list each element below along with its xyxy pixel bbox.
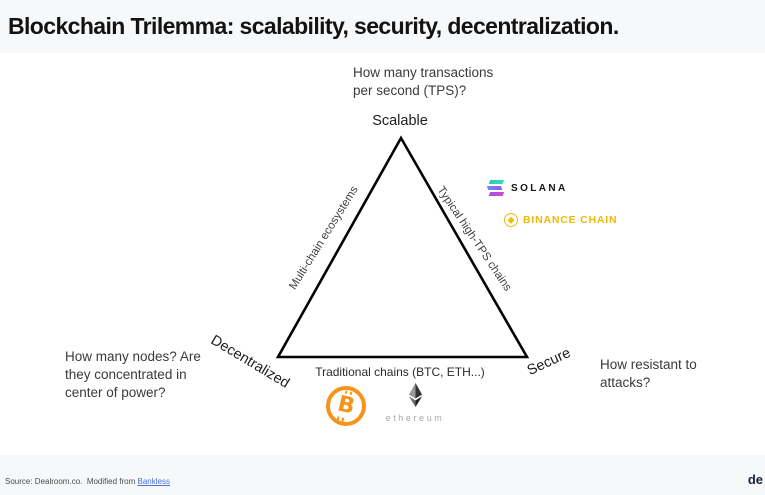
vertex-label-secure: Secure (524, 345, 574, 379)
source-attribution: Source: Dealroom.co. Modified from Bankl… (5, 477, 170, 486)
solana-wordmark: SOLANA (511, 182, 568, 194)
edge-label-traditional-chains: Traditional chains (BTC, ETH...) (315, 365, 485, 379)
footer-band: Source: Dealroom.co. Modified from Bankl… (0, 455, 765, 495)
source-text: Source: Dealroom.co. Modified from (5, 477, 138, 486)
binance-icon (504, 213, 518, 227)
ethereum-icon (408, 383, 423, 407)
question-security: How resistant to attacks? (600, 357, 697, 390)
bitcoin-icon: B (326, 386, 366, 426)
binance-wordmark: BINANCE CHAIN (523, 214, 618, 226)
edge-label-multichain: Multi-chain ecosystems (287, 184, 361, 292)
question-decentralization: How many nodes? Are they concentrated in… (65, 349, 201, 400)
bankless-link[interactable]: Bankless (137, 477, 170, 486)
dealroom-logo: de (747, 472, 763, 487)
vertex-label-decentralized: Decentralized (207, 332, 293, 392)
bitcoin-b-symbol: B (335, 391, 358, 420)
header-band: Blockchain Trilemma: scalability, securi… (0, 0, 765, 53)
binance-chain-logo: BINANCE CHAIN (504, 213, 617, 227)
solana-logo: SOLANA (486, 180, 568, 196)
ethereum-wordmark: ethereum (385, 413, 445, 423)
vertex-label-scalable: Scalable (372, 113, 428, 129)
solana-icon (486, 180, 505, 196)
question-scalability: How many transactions per second (TPS)? (353, 65, 494, 98)
page-title: Blockchain Trilemma: scalability, securi… (8, 13, 619, 39)
edge-label-high-tps: Typical high-TPS chains (434, 184, 514, 294)
